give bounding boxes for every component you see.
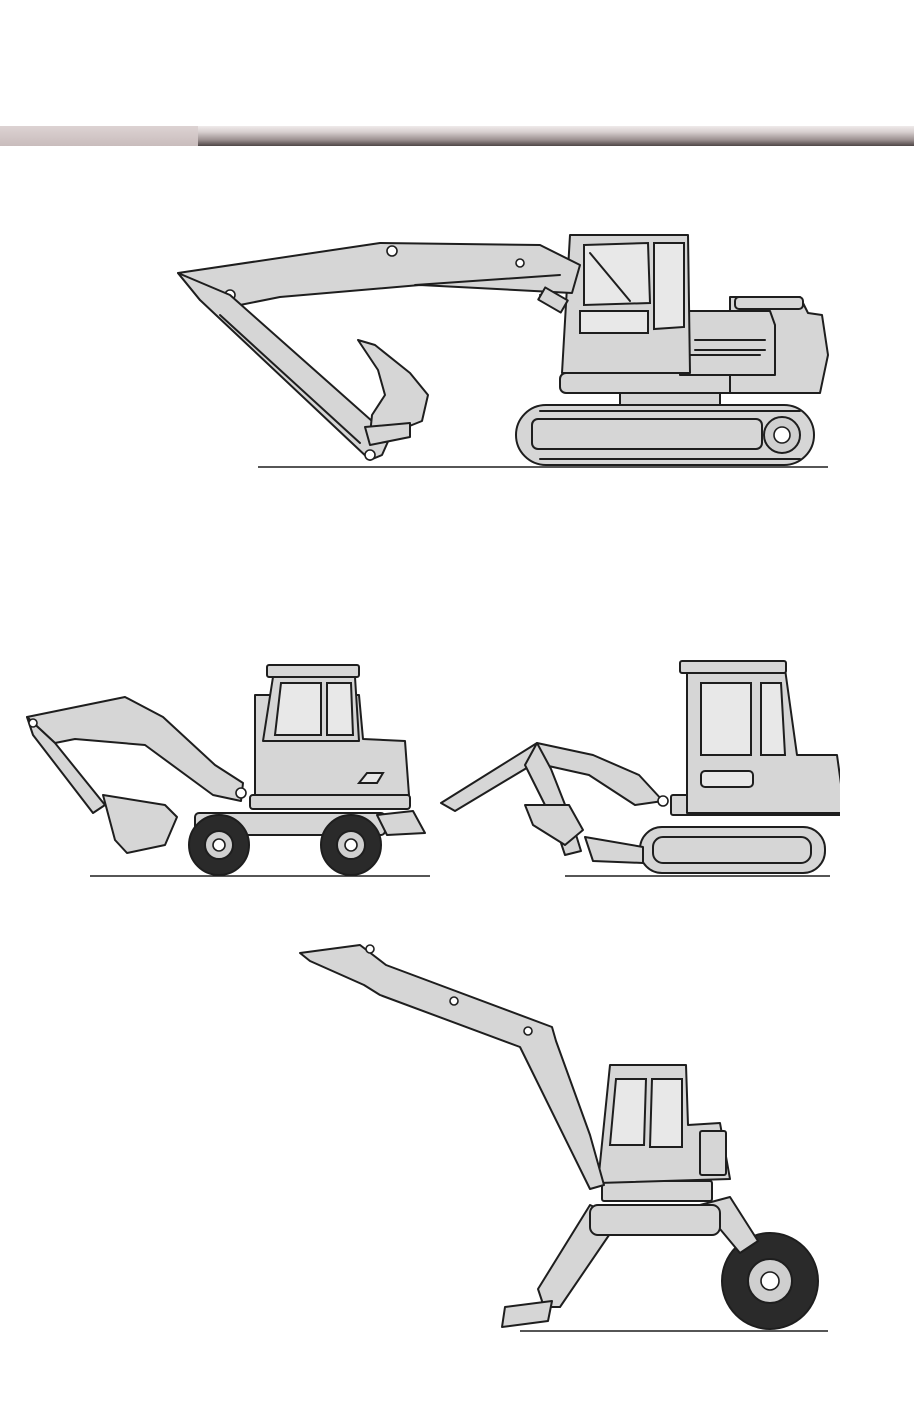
wheeled-excavator-icon [26,664,430,877]
mini-excavator-illustration [425,655,852,885]
wheeled-excavator-illustration [15,655,430,885]
header-bar-left-segment [0,126,198,146]
crawler-excavator-illustration [160,205,840,480]
walking-excavator-illustration [290,935,835,1345]
crawler-excavator-icon [177,234,829,468]
header-bar-right-segment [198,126,914,146]
walking-excavator-icon [299,944,828,1332]
mini-excavator-icon [440,660,852,877]
header-bar [0,126,914,146]
